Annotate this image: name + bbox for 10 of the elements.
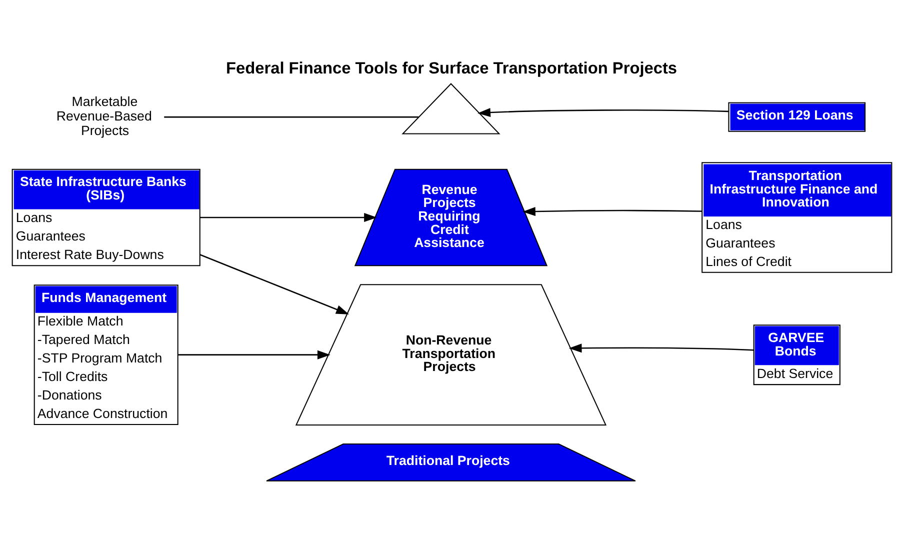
arrow	[522, 206, 702, 216]
connector	[164, 116, 419, 118]
arrow	[478, 108, 728, 118]
diagram-title: Federal Finance Tools for Surface Transportation Projects	[226, 59, 678, 78]
arrow	[200, 212, 377, 222]
node-triangle	[402, 83, 500, 134]
arrow	[200, 254, 349, 314]
node-text: Marketable Revenue-Based Projects	[56, 94, 152, 138]
arrow	[568, 344, 754, 353]
arrow	[178, 350, 330, 360]
